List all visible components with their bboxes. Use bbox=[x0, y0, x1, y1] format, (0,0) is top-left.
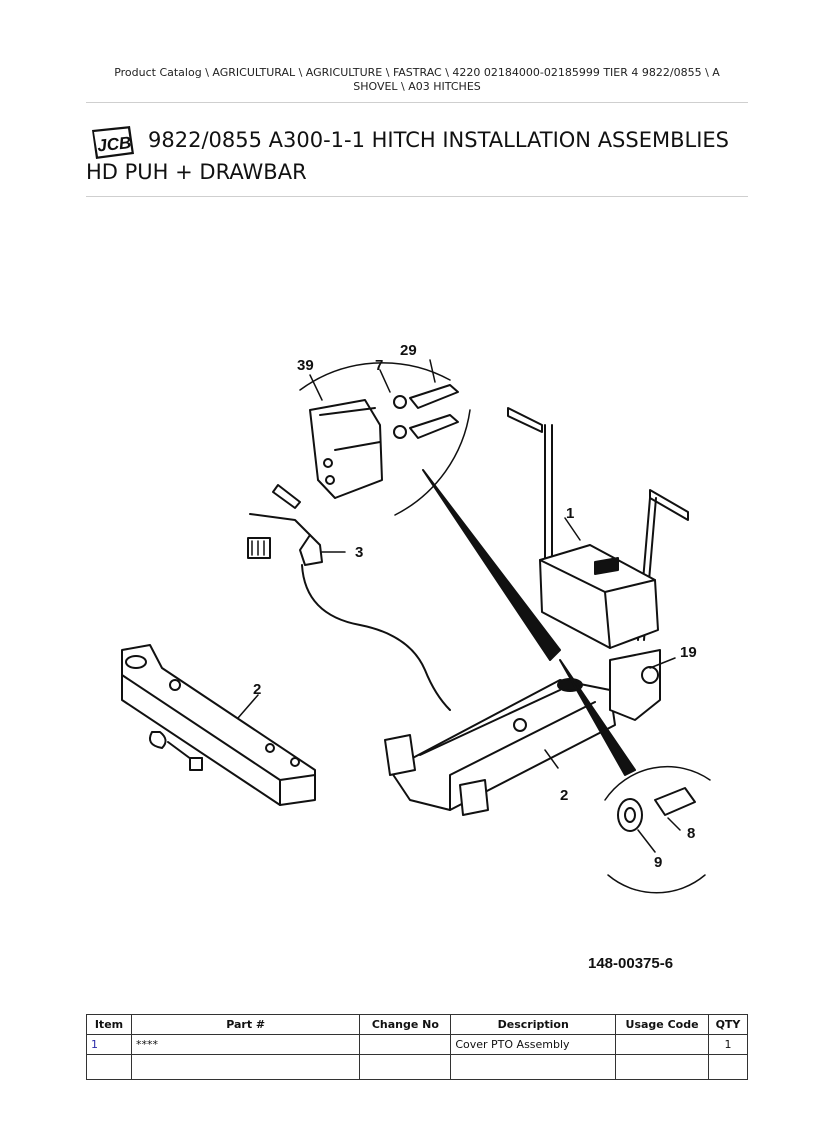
row-description: Cover PTO Assembly bbox=[450, 1034, 617, 1055]
breadcrumb: Product Catalog \ AGRICULTURAL \ AGRICUL… bbox=[86, 66, 748, 94]
callout-2-right: 2 bbox=[560, 787, 568, 804]
col-part: Part # bbox=[130, 1014, 361, 1035]
callout-1: 1 bbox=[566, 505, 574, 522]
row-usage-code bbox=[615, 1034, 709, 1055]
page-title-line-1: 9822/0855 A300-1-1 HITCH INSTALLATION AS… bbox=[148, 128, 730, 152]
callout-8: 8 bbox=[687, 825, 695, 842]
page-title: 9822/0855 A300-1-1 HITCH INSTALLATION AS… bbox=[86, 124, 748, 188]
row-qty: 1 bbox=[707, 1034, 749, 1055]
callout-2-left: 2 bbox=[253, 681, 261, 698]
col-change-no: Change No bbox=[359, 1014, 452, 1035]
header-divider bbox=[86, 102, 748, 103]
page-header: JCB 9822/0855 A300-1-1 HITCH INSTALLATIO… bbox=[86, 124, 748, 188]
callout-19: 19 bbox=[680, 644, 697, 661]
parts-table: Item Part # Change No Description Usage … bbox=[86, 1014, 749, 1080]
row-item-link[interactable]: 1 bbox=[86, 1034, 132, 1055]
callout-39: 39 bbox=[297, 357, 314, 374]
callout-29: 29 bbox=[400, 342, 417, 359]
table-row: 1 **** Cover PTO Assembly 1 bbox=[86, 1034, 749, 1055]
col-description: Description bbox=[450, 1014, 617, 1035]
logo-text: JCB bbox=[96, 133, 132, 155]
col-qty: QTY bbox=[707, 1014, 749, 1035]
table-header-row: Item Part # Change No Description Usage … bbox=[86, 1014, 749, 1035]
callout-7: 7 bbox=[375, 357, 383, 374]
drawing-number: 148-00375-6 bbox=[588, 955, 673, 972]
breadcrumb-line-2: SHOVEL \ A03 HITCHES bbox=[353, 80, 481, 93]
row-change-no bbox=[359, 1034, 452, 1055]
jcb-logo: JCB bbox=[92, 126, 134, 159]
callout-3: 3 bbox=[355, 544, 363, 561]
page-title-line-2: HD PUH + DRAWBAR bbox=[86, 160, 307, 184]
table-row-empty bbox=[86, 1054, 749, 1080]
breadcrumb-line-1: Product Catalog \ AGRICULTURAL \ AGRICUL… bbox=[114, 66, 720, 79]
title-divider bbox=[86, 196, 748, 197]
callout-9: 9 bbox=[654, 854, 662, 871]
row-part-number: **** bbox=[130, 1034, 361, 1055]
parts-diagram: 39 7 29 1 3 19 2 2 8 9 148-00375-6 bbox=[121, 342, 711, 972]
col-item: Item bbox=[86, 1014, 132, 1035]
col-usage-code: Usage Code bbox=[615, 1014, 709, 1035]
